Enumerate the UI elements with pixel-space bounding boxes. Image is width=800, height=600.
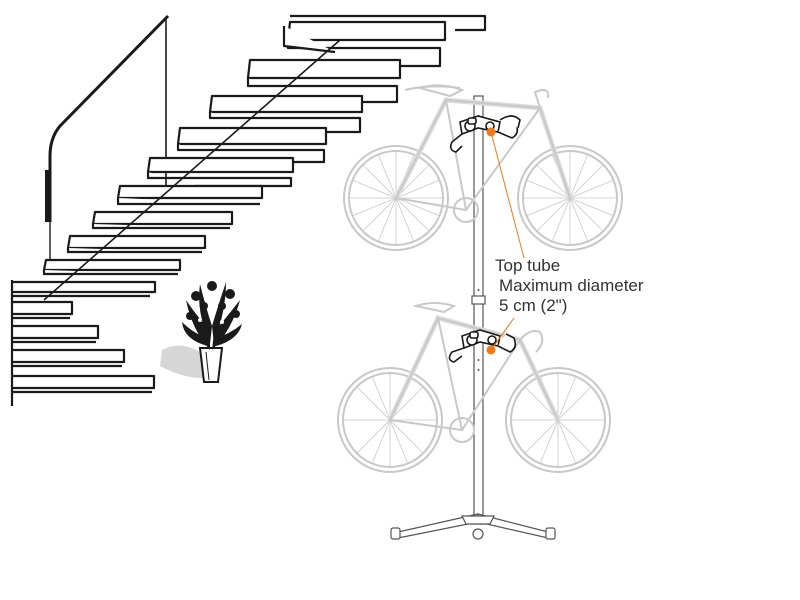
stair-tread — [116, 184, 264, 206]
upper-bicycle — [343, 84, 623, 251]
stair-tread — [208, 94, 364, 134]
lower-hook-arm — [448, 329, 517, 363]
callout-line-1: Top tube — [495, 256, 561, 275]
lower-marker-dot — [486, 345, 496, 355]
rear-wheel — [343, 145, 449, 251]
stair-tread — [66, 234, 207, 254]
handrail — [48, 14, 170, 222]
upper-hook-arm — [449, 115, 521, 153]
stand-base — [390, 513, 556, 540]
stair-tread — [12, 280, 157, 298]
lower-bicycle — [337, 302, 611, 473]
stair-tread — [42, 258, 182, 276]
callout-line-2: Maximum diameter — [499, 276, 644, 295]
upper-marker-dot — [486, 127, 496, 137]
stair-tread — [91, 210, 234, 230]
staircase — [10, 14, 487, 406]
stand-pole — [473, 95, 484, 525]
stair-tread — [146, 156, 295, 188]
top-tube-callout: Top tube Maximum diameter 5 cm (2") — [495, 256, 644, 316]
front-wheel — [517, 145, 623, 251]
callout-line-3: 5 cm (2") — [499, 296, 568, 315]
potted-plant — [160, 281, 242, 383]
callout-leaders — [486, 127, 525, 355]
bike-stand — [390, 95, 556, 540]
